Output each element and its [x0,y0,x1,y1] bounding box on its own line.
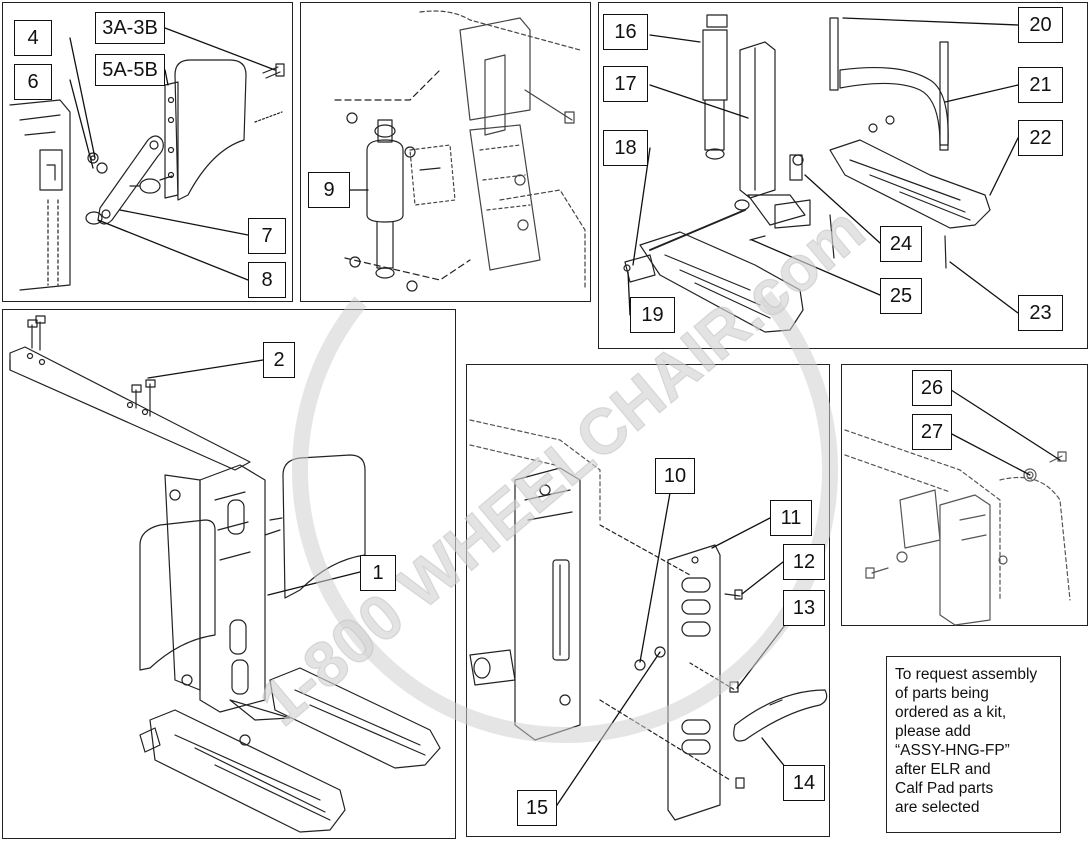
callout-3a-3b: 3A-3B [95,12,165,44]
note-line: ordered as a kit, [895,704,1007,721]
gas-spring-16-drawing [702,14,728,160]
callout-12: 12 [783,544,825,580]
channel-bracket-17-drawing [739,41,806,226]
callout-1: 1 [360,555,396,591]
hanger-bracket-bottom-middle [469,467,581,741]
callout-7: 7 [248,218,286,254]
pivot-frame-drawing [409,10,586,291]
calf-pad-left-bottom-left [139,519,216,671]
callout-14: 14 [783,765,825,801]
calf-pad-arm-drawing [97,135,173,225]
callout-20: 20 [1018,7,1063,43]
strap-14-drawing [733,689,828,742]
note-line: of parts being [895,685,989,702]
callout-13: 13 [783,590,825,626]
callout-11: 11 [770,500,812,536]
callout-24: 24 [880,226,922,262]
callout-8: 8 [248,262,286,298]
callout-23: 23 [1018,295,1063,331]
note-line: To request assembly [895,666,1038,683]
callout-21: 21 [1018,67,1063,103]
callout-22: 22 [1018,120,1063,156]
note-line: after ELR and [895,761,991,778]
callout-17: 17 [603,66,648,102]
callout-18: 18 [603,130,648,166]
note-line: Calf Pad parts [895,780,994,797]
callout-9: 9 [308,172,350,208]
hanger-bracket-drawing [9,99,71,291]
footplate-right-top-right [829,139,991,229]
note-line: “ASSY-HNG-FP” [895,742,1010,759]
footplate-axle-drawing [649,199,811,251]
panel-bottom-right [841,364,1088,626]
small-hardware-top-left [85,63,285,225]
note-line: are selected [895,799,980,816]
calf-pad-drawing-small [164,59,247,201]
assembly-note: To request assembly of parts being order… [886,656,1061,833]
footplates-bottom-left [139,667,441,833]
callout-10: 10 [655,458,695,494]
gas-spring-drawing [334,69,471,292]
callout-16: 16 [603,14,648,50]
hanger-assembly-drawing [164,464,266,713]
callout-5a-5b: 5A-5B [95,54,165,86]
callout-26: 26 [912,370,952,406]
callout-4: 4 [14,20,52,56]
hardware-bottom-middle [599,524,745,789]
plate-11-drawing [667,544,721,821]
callout-19: 19 [630,297,675,333]
frame-bottom-right [844,429,1071,626]
note-line: please add [895,723,971,740]
callout-15: 15 [517,790,557,826]
callout-25: 25 [880,278,922,314]
side-rail-drawing [9,315,251,471]
callout-2: 2 [263,342,295,378]
calf-pad-right-bottom-left [264,454,366,599]
callout-27: 27 [912,414,952,450]
calf-strap-21-drawing [839,66,949,146]
callout-6: 6 [14,64,52,100]
